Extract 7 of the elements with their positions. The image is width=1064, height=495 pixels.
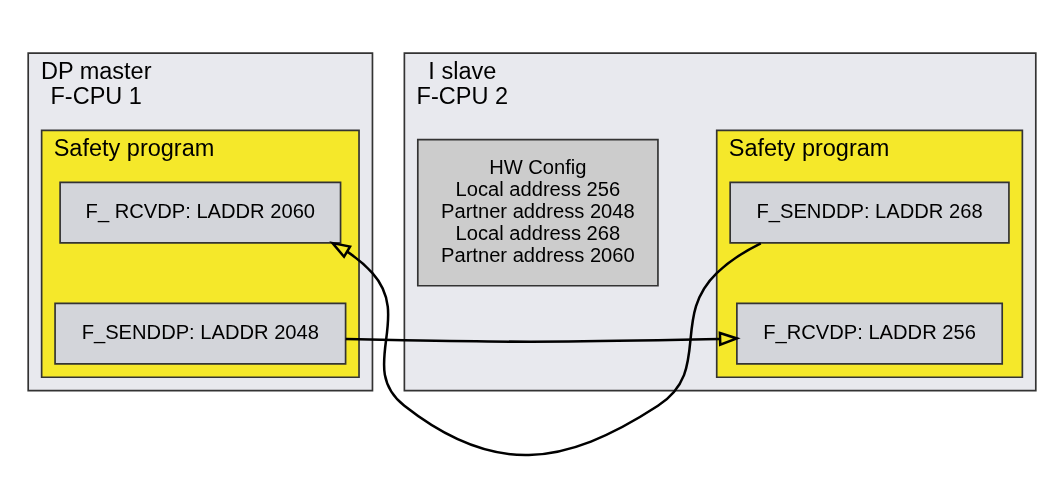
node-box: F_SENDDP: LADDR 268 <box>729 181 1010 244</box>
node-box: F_ RCVDP: LADDR 2060 <box>59 181 342 244</box>
node-box: HW Config Local address 256 Partner address 2048 Local address 268 Partner address 2060 <box>416 138 659 287</box>
arrow <box>345 331 741 347</box>
arrow <box>329 241 762 457</box>
node-box: F_RCVDP: LADDR 256 <box>736 302 1004 365</box>
node-box: F_SENDDP: LADDR 2048 <box>54 302 347 365</box>
